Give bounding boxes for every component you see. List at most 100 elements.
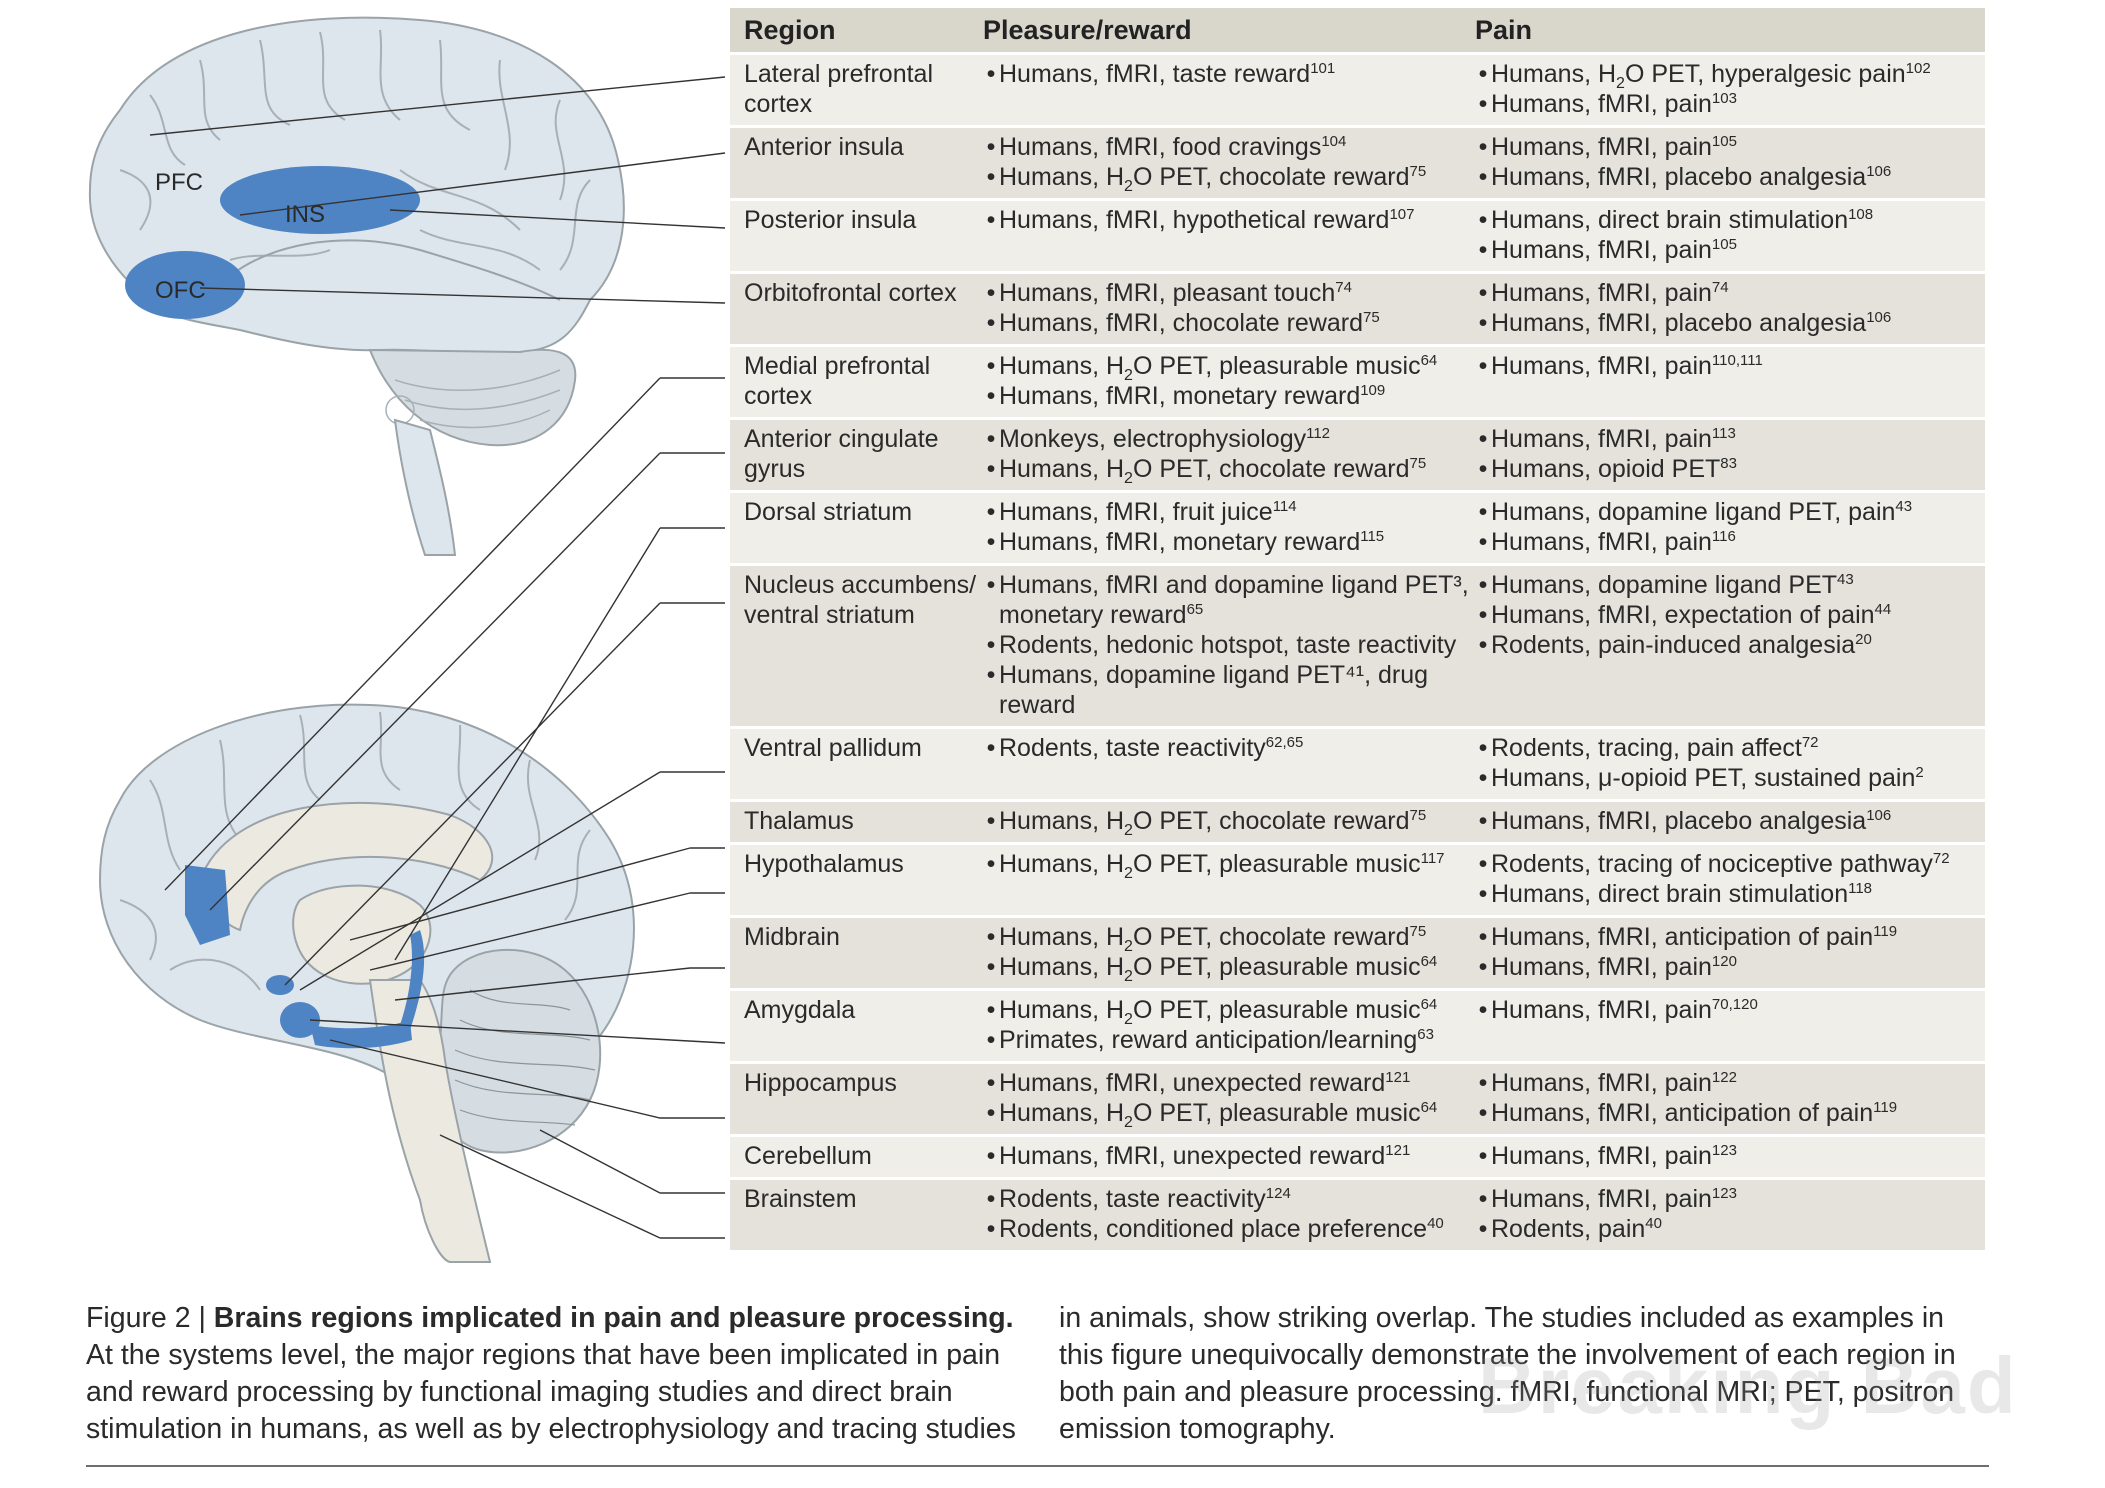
bullet-icon: • [986,455,996,483]
citation-ref: 117 [1420,850,1445,867]
pain-study: •Humans, direct brain stimulation118 [1475,879,1985,909]
caption-left-column: Figure 2 | Brains regions implicated in … [86,1300,1021,1448]
bullet-icon: • [1478,571,1488,599]
bullet-icon: • [986,1099,996,1127]
citation-ref: 114 [1272,498,1297,515]
pain-study: •Humans, fMRI, pain74 [1475,278,1985,308]
citation-ref: 102 [1905,60,1931,77]
pain-study-text: Humans, dopamine ligand PET, pain43 [1491,498,1913,526]
citation-ref: 105 [1711,133,1737,150]
citation-ref: 105 [1711,236,1737,253]
pleasure-study: •Humans, fMRI, food cravings104 [983,132,1475,162]
table-row: Anterior insula•Humans, fMRI, food cravi… [730,125,1985,198]
pain-cell: •Humans, fMRI, pain122•Humans, fMRI, ant… [1475,1064,1985,1134]
pleasure-cell: •Humans, H2O PET, pleasurable music64•Hu… [983,347,1475,417]
citation-ref: 43 [1895,498,1913,515]
pleasure-study: •Humans, fMRI and dopamine ligand PET³, … [983,570,1475,630]
pleasure-study-text: Humans, fMRI, food cravings104 [999,133,1347,161]
pleasure-cell: •Humans, fMRI, taste reward101 [983,55,1475,125]
pleasure-study: •Humans, H2O PET, pleasurable music117 [983,849,1475,882]
pleasure-study-text: Humans, fMRI, taste reward101 [999,60,1336,88]
citation-ref: 20 [1855,631,1872,648]
citation-ref: 83 [1720,455,1737,472]
bullet-icon: • [986,953,996,981]
citation-ref: 40 [1427,1215,1444,1232]
table-row: Brainstem•Rodents, taste reactivity124•R… [730,1177,1985,1250]
pain-cell: •Humans, fMRI, pain74•Humans, fMRI, plac… [1475,274,1985,344]
caption-right-column: in animals, show striking overlap. The s… [1059,1302,1956,1445]
pleasure-cell: •Humans, fMRI, pleasant touch74•Humans, … [983,274,1475,344]
bullet-icon: • [1478,279,1488,307]
bullet-icon: • [1478,923,1488,951]
region-name: Midbrain [744,923,840,951]
pain-study: •Humans, fMRI, pain120 [1475,952,1985,982]
pain-study: •Humans, dopamine ligand PET43 [1475,570,1985,600]
pain-study-text: Humans, fMRI, anticipation of pain119 [1491,1099,1898,1127]
pain-study-text: Humans, fMRI, placebo analgesia106 [1491,309,1892,337]
region-name: Anterior cingulate gyrus [744,425,939,483]
region-name: Dorsal striatum [744,498,913,526]
pain-cell: •Humans, fMRI, pain70,120 [1475,991,1985,1061]
pleasure-study-text: Rodents, conditioned place preference40 [999,1215,1444,1243]
pleasure-study: •Humans, H2O PET, pleasurable music64 [983,952,1475,985]
pain-cell: •Humans, fMRI, pain110,111 [1475,347,1985,417]
pain-study: •Humans, fMRI, pain105 [1475,235,1985,265]
pleasure-study-text: Monkeys, electrophysiology112 [999,425,1331,453]
table-row: Hippocampus•Humans, fMRI, unexpected rew… [730,1061,1985,1134]
citation-ref: 2 [1915,764,1924,781]
table-row: Posterior insula•Humans, fMRI, hypotheti… [730,198,1985,271]
pain-study-text: Humans, H2O PET, hyperalgesic pain102 [1491,60,1931,92]
region-name: Hypothalamus [744,850,904,878]
citation-ref: 75 [1363,309,1380,326]
citation-ref: 121 [1385,1142,1411,1159]
table-row: Lateral prefrontal cortex•Humans, fMRI, … [730,52,1985,125]
table-row: Midbrain•Humans, H2O PET, chocolate rewa… [730,915,1985,988]
pain-study-text: Humans, fMRI, pain120 [1491,953,1737,981]
pain-study-text: Rodents, tracing of nociceptive pathway7… [1491,850,1950,878]
bullet-icon: • [986,528,996,556]
bullet-icon: • [1478,60,1488,88]
pleasure-study-text: Humans, H2O PET, chocolate reward75 [999,163,1427,195]
citation-ref: 72 [1801,734,1819,751]
pain-cell: •Humans, H2O PET, hyperalgesic pain102•H… [1475,55,1985,125]
pleasure-study: •Humans, fMRI, monetary reward109 [983,381,1475,411]
citation-ref: 75 [1409,923,1427,940]
pain-cell: •Humans, dopamine ligand PET43•Humans, f… [1475,566,1985,726]
pain-study-text: Humans, fMRI, pain110,111 [1491,352,1763,380]
pain-study: •Rodents, tracing of nociceptive pathway… [1475,849,1985,879]
caption-title: Brains regions implicated in pain and pl… [213,1302,1014,1334]
pleasure-study-text: Humans, fMRI, unexpected reward121 [999,1069,1411,1097]
pleasure-study: •Humans, H2O PET, chocolate reward75 [983,162,1475,195]
pleasure-study-text: Humans, fMRI, hypothetical reward107 [999,206,1415,234]
table-row: Medial prefrontal cortex•Humans, H2O PET… [730,344,1985,417]
citation-ref: 108 [1848,206,1874,223]
bullet-icon: • [1478,631,1488,659]
bullet-icon: • [986,279,996,307]
pain-study-text: Humans, fMRI, placebo analgesia106 [1491,163,1892,191]
pleasure-study: •Humans, fMRI, unexpected reward121 [983,1141,1475,1171]
bullet-icon: • [986,382,996,410]
pain-study: •Humans, fMRI, pain70,120 [1475,995,1985,1025]
pleasure-study: •Primates, reward anticipation/learning6… [983,1025,1475,1055]
citation-ref: 109 [1360,382,1386,399]
bullet-icon: • [986,133,996,161]
pleasure-study-text: Humans, fMRI, monetary reward115 [999,528,1385,556]
pain-study-text: Humans, fMRI, anticipation of pain119 [1491,923,1898,951]
pleasure-study: •Rodents, taste reactivity62,65 [983,733,1475,763]
pleasure-study-text: Humans, fMRI, unexpected reward121 [999,1142,1411,1170]
pleasure-study-text: Humans, H2O PET, pleasurable music64 [999,996,1438,1028]
bullet-icon: • [1478,1142,1488,1170]
citation-ref: 122 [1711,1069,1737,1086]
bullet-icon: • [1478,1069,1488,1097]
table-row: Hypothalamus •Humans, H2O PET, pleasurabl… [730,842,1985,915]
brain-illustrations: PFC INS OFC [88,16,726,1263]
pleasure-study: •Rodents, taste reactivity124 [983,1184,1475,1214]
striatum-highlight [400,930,425,1030]
citation-ref: 113 [1711,425,1736,442]
citation-ref: 116 [1711,528,1736,545]
citation-ref: 123 [1711,1185,1737,1202]
pain-study: •Humans, fMRI, pain123 [1475,1141,1985,1171]
pain-cell: •Humans, dopamine ligand PET, pain43•Hum… [1475,493,1985,563]
region-name: Nucleus accumbens/ ventral striatum [744,571,977,629]
pleasure-study-text: Humans, fMRI, pleasant touch74 [999,279,1352,307]
